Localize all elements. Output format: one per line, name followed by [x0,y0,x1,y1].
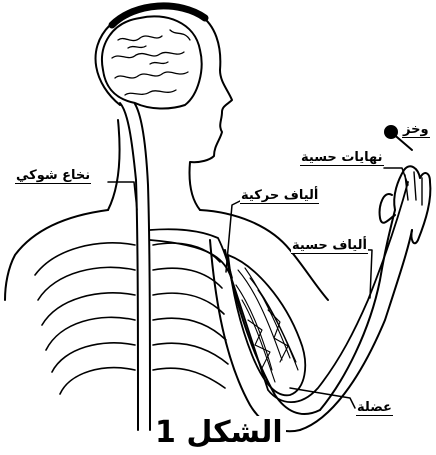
label-sensory-fibers: ألياف حسية [291,238,368,254]
sensory-fiber-nerve [150,182,408,402]
label-sensory-endings: نهايات حسية [300,150,384,166]
label-sting: وخز [402,122,430,138]
hand [394,166,430,243]
left-shoulder [5,210,108,300]
spinal-cord-left [120,103,138,430]
label-muscle: عضلة [356,400,393,416]
label-spinal-cord: نخاع شوكي [15,168,91,184]
label-motor-fibers: ألياف حركية [240,188,319,204]
leader-sensory-fibers [300,248,372,298]
ribs [35,243,228,394]
right-shoulder [200,210,328,300]
brain-folds [112,30,190,95]
figure-title: الشكل 1 [152,416,286,450]
muscle [228,255,305,395]
brain [102,16,202,108]
leader-spinal-cord [108,182,137,210]
neck-back [108,120,120,210]
sting-point-icon [385,126,397,138]
